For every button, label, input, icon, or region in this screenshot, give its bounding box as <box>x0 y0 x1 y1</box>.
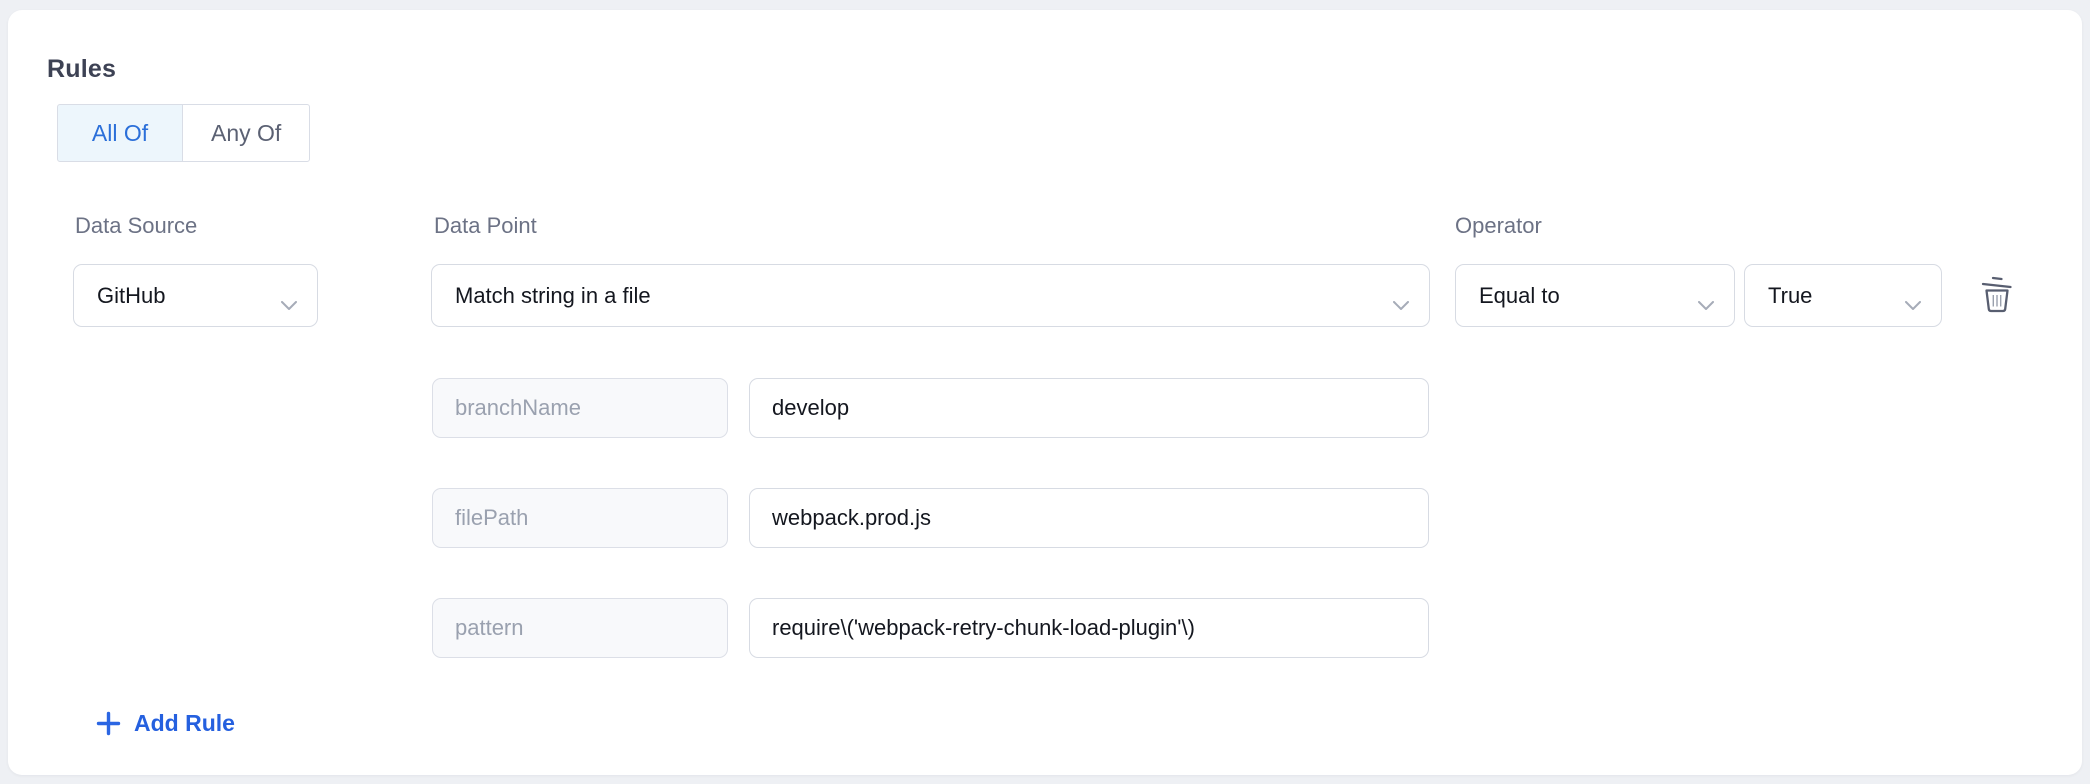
data-point-select[interactable]: Match string in a file <box>431 264 1430 327</box>
param-value-input[interactable] <box>749 598 1429 658</box>
all-of-button[interactable]: All Of <box>57 104 183 162</box>
chevron-down-icon <box>281 291 297 310</box>
data-point-value: Match string in a file <box>455 282 651 308</box>
param-value-input[interactable] <box>749 488 1429 548</box>
data-point-label: Data Point <box>434 213 537 238</box>
rules-card: Rules All Of Any Of Data Source Data Poi… <box>8 10 2082 775</box>
comparison-value-select[interactable]: True <box>1744 264 1942 327</box>
param-key-field <box>432 598 728 658</box>
param-value-input[interactable] <box>749 378 1429 438</box>
param-key-field <box>432 488 728 548</box>
chevron-down-icon <box>1393 291 1409 310</box>
add-rule-button[interactable]: Add Rule <box>92 704 239 742</box>
rules-section-title: Rules <box>47 55 117 83</box>
operator-label: Operator <box>1455 213 1542 238</box>
comparison-value: True <box>1768 282 1813 308</box>
match-mode-toggle: All Of Any Of <box>57 104 311 162</box>
data-source-value: GitHub <box>97 282 166 308</box>
delete-rule-button[interactable] <box>1971 270 2023 322</box>
add-rule-label: Add Rule <box>134 709 235 736</box>
operator-value: Equal to <box>1479 282 1560 308</box>
data-source-label: Data Source <box>75 213 198 238</box>
operator-select[interactable]: Equal to <box>1455 264 1735 327</box>
chevron-down-icon <box>1905 291 1921 310</box>
data-source-select[interactable]: GitHub <box>73 264 318 327</box>
plus-icon <box>96 711 121 736</box>
any-of-button[interactable]: Any Of <box>182 104 311 162</box>
trash-icon <box>1979 274 2015 318</box>
chevron-down-icon <box>1698 291 1714 310</box>
param-key-field <box>432 378 728 438</box>
